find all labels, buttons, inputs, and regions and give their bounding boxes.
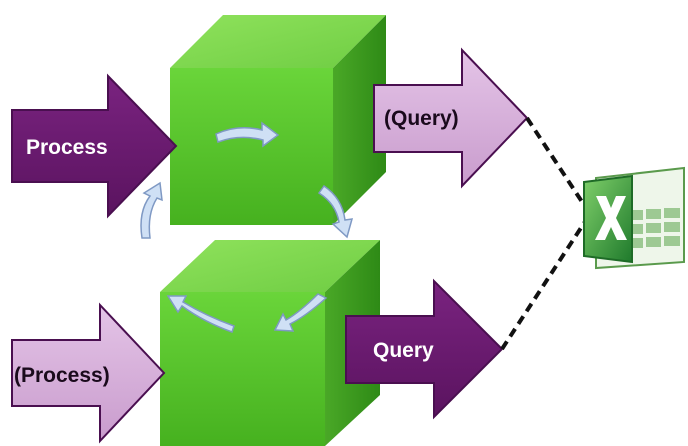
flow-arrow-left <box>166 295 235 333</box>
bottom-input-arrow-shape <box>11 302 166 444</box>
bottom-input-arrow: (Process) <box>11 302 166 444</box>
flow-arrow-down <box>317 184 354 239</box>
flow-arrow-right <box>215 121 280 148</box>
top-output-arrow: (Query) <box>373 47 529 189</box>
flow-arrow-up <box>140 181 163 239</box>
top-output-arrow-label: (Query) <box>384 107 459 130</box>
upper-cube-top <box>170 15 386 68</box>
dashed-connectors <box>500 116 592 351</box>
spreadsheet-app-icon <box>583 166 685 270</box>
bottom-input-arrow-label: (Process) <box>14 364 110 387</box>
upper-cube <box>170 15 386 225</box>
top-input-arrow-label: Process <box>26 136 108 159</box>
flow-arrows <box>140 121 354 333</box>
upper-cube-front <box>170 68 333 225</box>
top-input-arrow: Process <box>11 73 178 219</box>
upper-cube-side <box>333 15 386 225</box>
bottom-output-arrow: Query <box>345 278 504 420</box>
bottom-output-arrow-label: Query <box>373 339 434 362</box>
connector-top <box>525 116 592 216</box>
bottom-output-arrow-shape <box>345 278 504 420</box>
top-input-arrow-shape <box>11 73 178 219</box>
connector-bottom <box>500 212 592 351</box>
top-output-arrow-shape <box>373 47 529 189</box>
lower-cube-top <box>160 240 380 292</box>
flow-arrow-down-left <box>273 293 328 332</box>
